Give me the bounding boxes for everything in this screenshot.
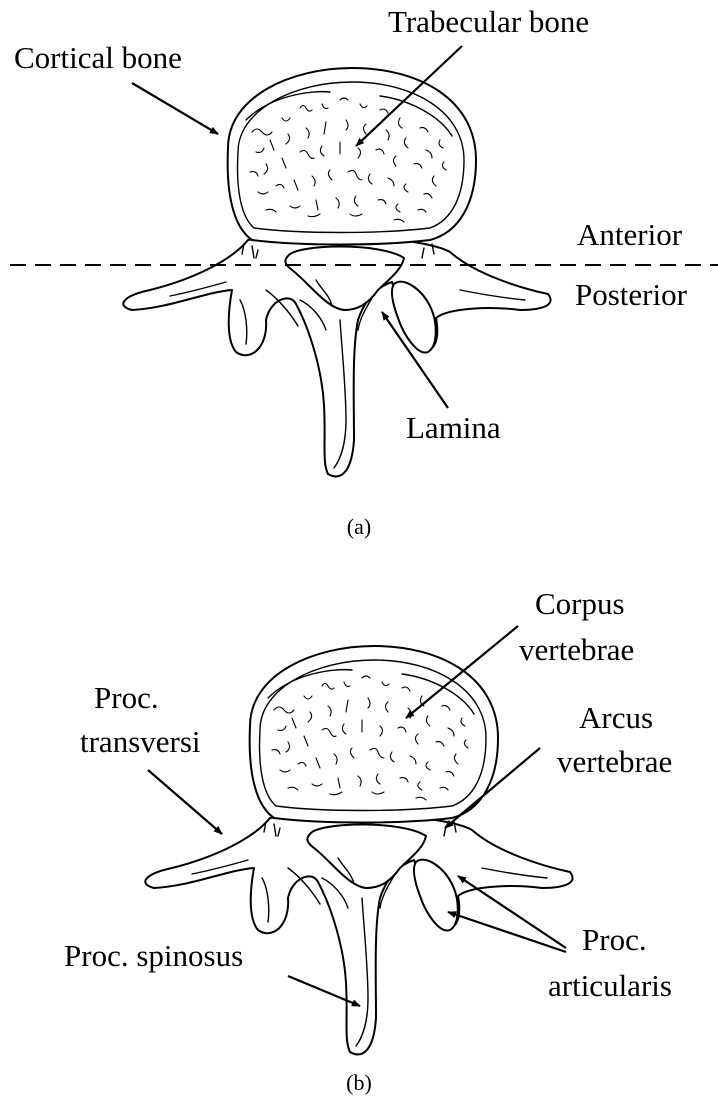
- cortical-bone-arrow: [132, 83, 218, 134]
- lamina-label: Lamina: [406, 410, 501, 445]
- proc-transversi-label-line1: Proc.: [94, 680, 159, 715]
- proc-articularis-arrow-lower: [448, 912, 566, 952]
- posterior-label: Posterior: [575, 277, 688, 312]
- proc-transversi-label-line2: transversi: [80, 724, 201, 759]
- caption-a: (a): [347, 514, 371, 539]
- trabecular-bone-label: Trabecular bone: [388, 4, 589, 39]
- vertebra-b: [145, 646, 572, 1054]
- corpus-vertebrae-label-line2: vertebrae: [519, 632, 634, 667]
- arcus-vertebrae-label-line2: vertebrae: [557, 744, 672, 779]
- proc-spinosus-label: Proc. spinosus: [64, 938, 243, 973]
- anterior-label: Anterior: [577, 217, 683, 252]
- arcus-vertebrae-label-line1: Arcus: [579, 700, 653, 735]
- proc-articularis-label-line1: Proc.: [582, 922, 647, 957]
- proc-articularis-label-line2: articularis: [548, 968, 672, 1003]
- cortical-bone-label: Cortical bone: [14, 40, 182, 75]
- figure-a: Cortical bone Trabecular bone Anterior P…: [10, 4, 718, 539]
- proc-transversi-arrow: [148, 770, 222, 834]
- caption-b: (b): [346, 1070, 372, 1095]
- corpus-vertebrae-label-line1: Corpus: [535, 586, 625, 621]
- figure-b: Corpus vertebrae Proc. transversi Arcus …: [64, 586, 672, 1095]
